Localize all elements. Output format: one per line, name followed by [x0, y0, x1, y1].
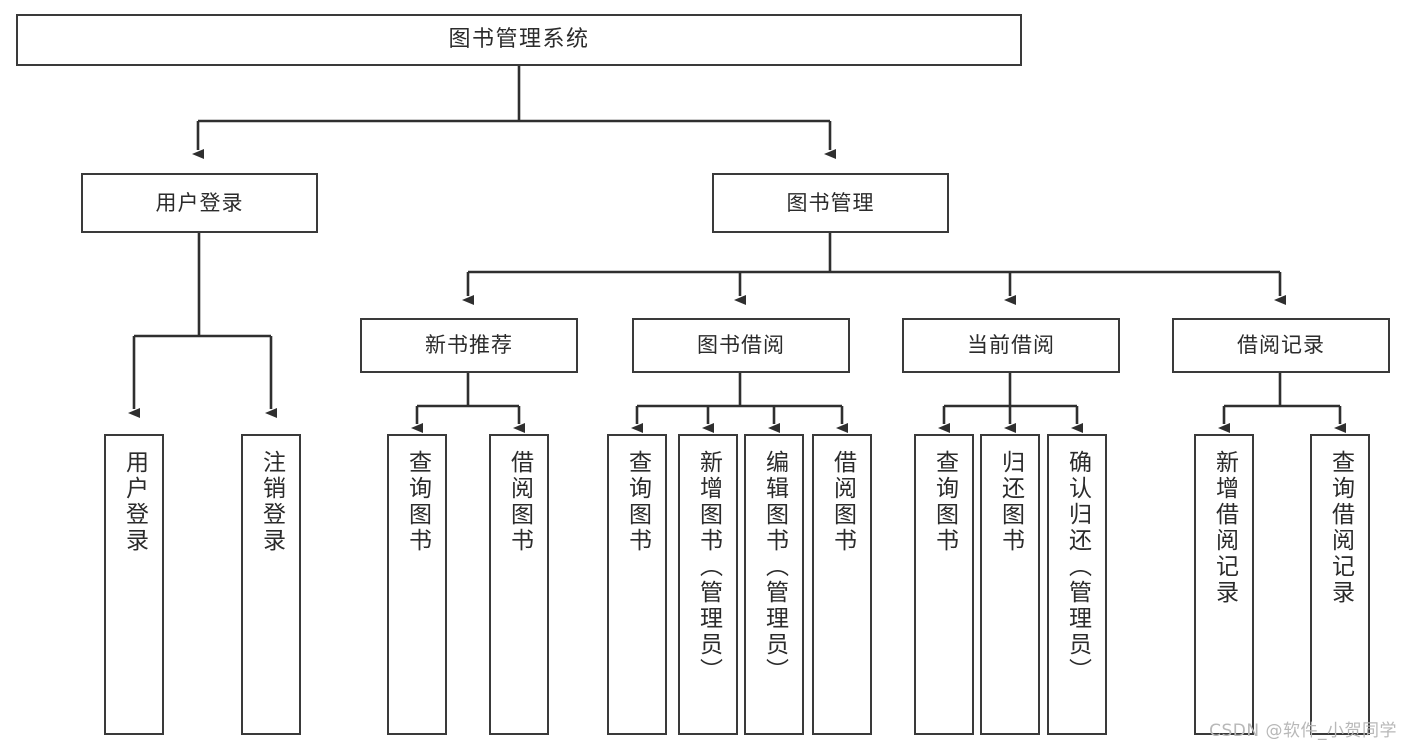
csdn-watermark: CSDN @软件_小贺同学	[1209, 721, 1397, 741]
node-new-book-recommend[interactable]: 新书推荐	[360, 318, 578, 373]
leaf-logout-login[interactable]: 注销登录	[241, 434, 301, 735]
node-label: 图书借阅	[697, 333, 785, 358]
node-label: 新书推荐	[425, 333, 513, 358]
node-user-login[interactable]: 用户登录	[81, 173, 318, 233]
node-label: 用户登录	[155, 190, 244, 215]
node-book-borrow[interactable]: 图书借阅	[632, 318, 850, 373]
leaf-add-record[interactable]: 新增借阅记录	[1194, 434, 1254, 735]
node-book-management[interactable]: 图书管理	[712, 173, 949, 233]
leaf-label: 归还图书	[997, 450, 1024, 554]
leaf-query-book-1[interactable]: 查询图书	[387, 434, 447, 735]
leaf-label: 新增借阅记录	[1211, 450, 1238, 606]
leaf-return-book[interactable]: 归还图书	[980, 434, 1040, 735]
leaf-label: 借阅图书	[829, 450, 856, 554]
leaf-label: 查询图书	[404, 450, 431, 554]
node-label: 当前借阅	[967, 333, 1055, 358]
leaf-label: 注销登录	[258, 450, 285, 554]
node-borrow-record[interactable]: 借阅记录	[1172, 318, 1390, 373]
leaf-query-book-2[interactable]: 查询图书	[607, 434, 667, 735]
leaf-label: 新增图书（管理员）	[695, 450, 722, 684]
node-book-management-system[interactable]: 图书管理系统	[16, 14, 1022, 66]
leaf-add-book[interactable]: 新增图书（管理员）	[678, 434, 738, 735]
node-current-borrow[interactable]: 当前借阅	[902, 318, 1120, 373]
leaf-query-book-3[interactable]: 查询图书	[914, 434, 974, 735]
node-label: 图书管理系统	[448, 27, 590, 53]
node-label: 借阅记录	[1237, 333, 1325, 358]
node-label: 图书管理	[786, 190, 875, 215]
leaf-label: 确认归还（管理员）	[1064, 450, 1091, 684]
leaf-label: 查询借阅记录	[1327, 450, 1354, 606]
leaf-label: 借阅图书	[506, 450, 533, 554]
leaf-label: 编辑图书（管理员）	[761, 450, 788, 684]
leaf-borrow-book-2[interactable]: 借阅图书	[812, 434, 872, 735]
leaf-user-login[interactable]: 用户登录	[104, 434, 164, 735]
leaf-query-record[interactable]: 查询借阅记录	[1310, 434, 1370, 735]
leaf-label: 用户登录	[121, 450, 148, 554]
leaf-label: 查询图书	[931, 450, 958, 554]
leaf-borrow-book-1[interactable]: 借阅图书	[489, 434, 549, 735]
leaf-edit-book[interactable]: 编辑图书（管理员）	[744, 434, 804, 735]
leaf-confirm-return[interactable]: 确认归还（管理员）	[1047, 434, 1107, 735]
leaf-label: 查询图书	[624, 450, 651, 554]
